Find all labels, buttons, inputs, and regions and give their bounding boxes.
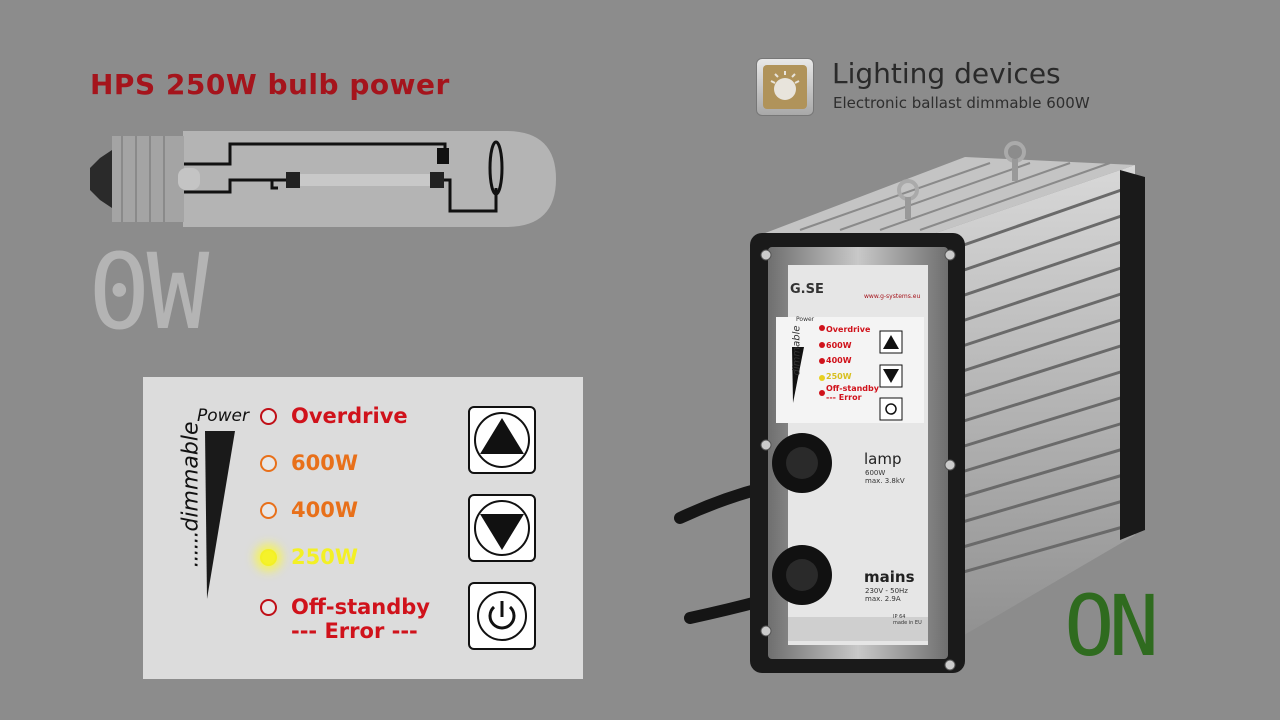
option-label: Overdrive (291, 404, 408, 428)
device-mini-options: Overdrive 600W 400W 250W Off-standby ---… (826, 325, 879, 402)
device-logo: G.SE (790, 282, 824, 297)
current-watts-readout: 0W (88, 231, 209, 353)
brand-subtitle: Electronic ballast dimmable 600W (833, 94, 1090, 112)
option-overdrive[interactable]: Overdrive (260, 404, 408, 428)
power-label: Power (197, 406, 250, 426)
option-off-standby[interactable]: Off-standby (260, 595, 430, 619)
power-up-button[interactable] (468, 406, 536, 474)
sun-icon (763, 65, 807, 109)
power-toggle-button[interactable] (468, 582, 536, 650)
hps-bulb-illustration (90, 131, 556, 227)
option-400w[interactable]: 400W (260, 498, 358, 522)
device-mini-power: Power (796, 316, 815, 323)
dimmer-control-panel: Power ......dimmable Overdrive 600W 400W… (143, 377, 583, 679)
brand-title: Lighting devices (832, 57, 1061, 90)
sun-logo (756, 58, 814, 116)
device-lamp-label: lamp (864, 450, 902, 468)
option-indicator (260, 501, 277, 519)
ballast-device (750, 141, 1145, 673)
option-indicator (260, 407, 277, 425)
option-250w[interactable]: 250W (260, 545, 358, 569)
device-mini-dimmable: dimmable (791, 325, 803, 376)
dimmable-wedge-icon (205, 431, 235, 599)
power-down-button[interactable] (468, 494, 536, 562)
option-indicator (260, 598, 277, 616)
up-arrow-icon (474, 412, 530, 468)
down-arrow-icon (474, 500, 530, 556)
power-icon (477, 591, 527, 641)
device-url: www.g-systems.eu (864, 293, 921, 300)
device-status-on: ON (1064, 577, 1159, 675)
option-label: 250W (291, 545, 358, 569)
option-indicator-active (260, 548, 277, 566)
error-label: --- Error --- (291, 619, 418, 643)
bulb-power-title: HPS 250W bulb power (90, 68, 450, 101)
option-label: Off-standby (291, 595, 430, 619)
option-600w[interactable]: 600W (260, 451, 358, 475)
option-indicator (260, 454, 277, 472)
dimmable-label: ......dimmable (178, 421, 204, 568)
device-mains-label: mains (864, 568, 915, 586)
option-label: 600W (291, 451, 358, 475)
option-label: 400W (291, 498, 358, 522)
